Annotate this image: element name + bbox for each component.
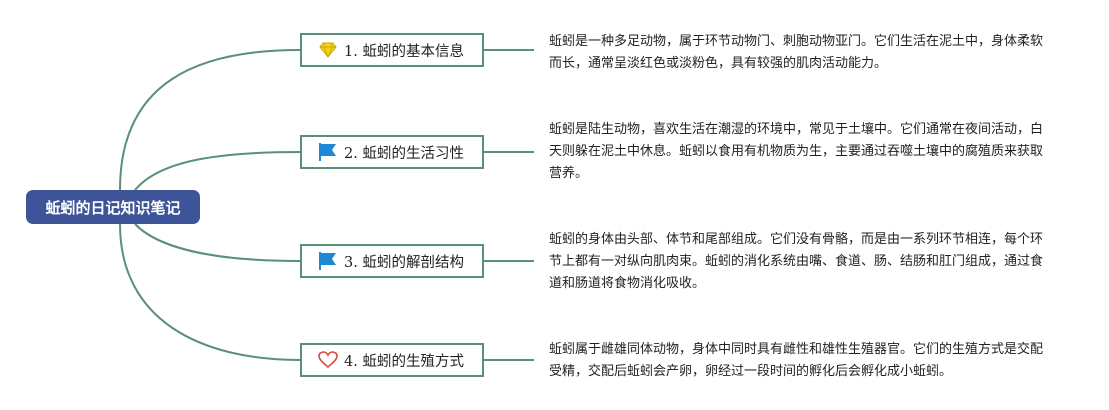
root-node[interactable]: 蚯蚓的日记知识笔记 bbox=[26, 190, 200, 224]
topic-node-4[interactable]: 4. 蚯蚓的生殖方式 bbox=[300, 343, 484, 377]
topic-description-2: 蚯蚓是陆生动物，喜欢生活在潮湿的环境中，常见于土壤中。它们通常在夜间活动，白天则… bbox=[549, 122, 1044, 181]
topic-node-2[interactable]: 2. 蚯蚓的生活习性 bbox=[300, 135, 484, 169]
topic-label-4: 4. 蚯蚓的生殖方式 bbox=[344, 353, 464, 370]
connector-root-topic-1 bbox=[119, 49, 301, 191]
topic-description-3: 蚯蚓的身体由头部、体节和尾部组成。它们没有骨骼，而是由一系列环节相连，每个环节上… bbox=[549, 232, 1044, 291]
heart-icon bbox=[318, 350, 338, 370]
root-title: 蚯蚓的日记知识笔记 bbox=[45, 198, 181, 217]
connector-root-topic-3 bbox=[134, 223, 301, 262]
connector-root-topic-2 bbox=[134, 151, 301, 191]
topic-description-1: 蚯蚓是一种多足动物，属于环节动物门、刺胞动物亚门。它们生活在泥土中，身体柔软而长… bbox=[549, 34, 1044, 71]
connector-root-topic-4 bbox=[119, 223, 301, 361]
diamond-icon bbox=[318, 40, 338, 60]
topic-description-4: 蚯蚓属于雌雄同体动物，身体中同时具有雌性和雄性生殖器官。它们的生殖方式是交配受精… bbox=[549, 342, 1044, 379]
flag-icon bbox=[318, 142, 338, 162]
topic-label-3: 3. 蚯蚓的解剖结构 bbox=[344, 254, 464, 271]
topic-label-1: 1. 蚯蚓的基本信息 bbox=[344, 43, 464, 60]
topic-label-2: 2. 蚯蚓的生活习性 bbox=[344, 145, 464, 162]
topic-node-3[interactable]: 3. 蚯蚓的解剖结构 bbox=[300, 244, 484, 278]
topic-node-1[interactable]: 1. 蚯蚓的基本信息 bbox=[300, 33, 484, 67]
flag-icon bbox=[318, 251, 338, 271]
